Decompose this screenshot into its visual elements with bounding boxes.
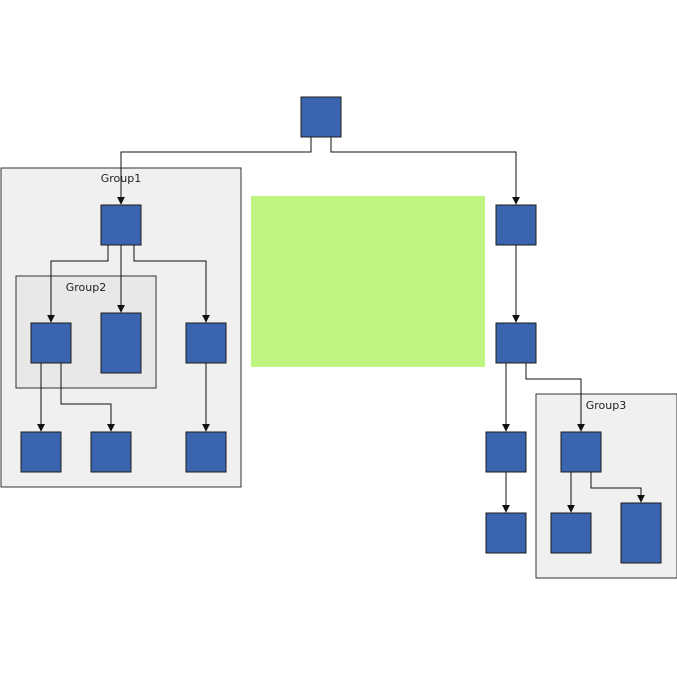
node-group1-bottom-middle[interactable] — [90, 431, 132, 473]
edge-g2a-bm — [60, 363, 115, 432]
node-group2-tall[interactable] — [100, 312, 142, 374]
node-group2-a[interactable] — [30, 322, 72, 364]
group3-label: Group3 — [586, 399, 627, 412]
node-group3-top[interactable] — [560, 431, 602, 473]
node-group1-bottom-left[interactable] — [20, 431, 62, 473]
node-right-2[interactable] — [495, 322, 537, 364]
node-root[interactable] — [300, 96, 342, 138]
node-group1-right[interactable] — [185, 322, 227, 364]
edge-g1top-g1right — [133, 245, 210, 323]
node-right-1[interactable] — [495, 204, 537, 246]
node-right-4[interactable] — [485, 512, 527, 554]
group2-label: Group2 — [66, 281, 107, 294]
edge-root-g1top — [117, 137, 312, 205]
green-placeholder-block — [251, 196, 485, 367]
edge-g3top-g3tall — [590, 472, 645, 503]
node-group3-tall[interactable] — [620, 502, 662, 564]
node-group1-top[interactable] — [100, 204, 142, 246]
edge-right2-g3top — [525, 363, 585, 432]
nodes — [20, 96, 662, 564]
edge-g1top-g2a — [47, 245, 109, 323]
node-right-3[interactable] — [485, 431, 527, 473]
node-group1-bottom-right[interactable] — [185, 431, 227, 473]
node-group3-bottom-left[interactable] — [550, 512, 592, 554]
edge-root-right1 — [330, 137, 520, 205]
edges — [37, 137, 645, 513]
